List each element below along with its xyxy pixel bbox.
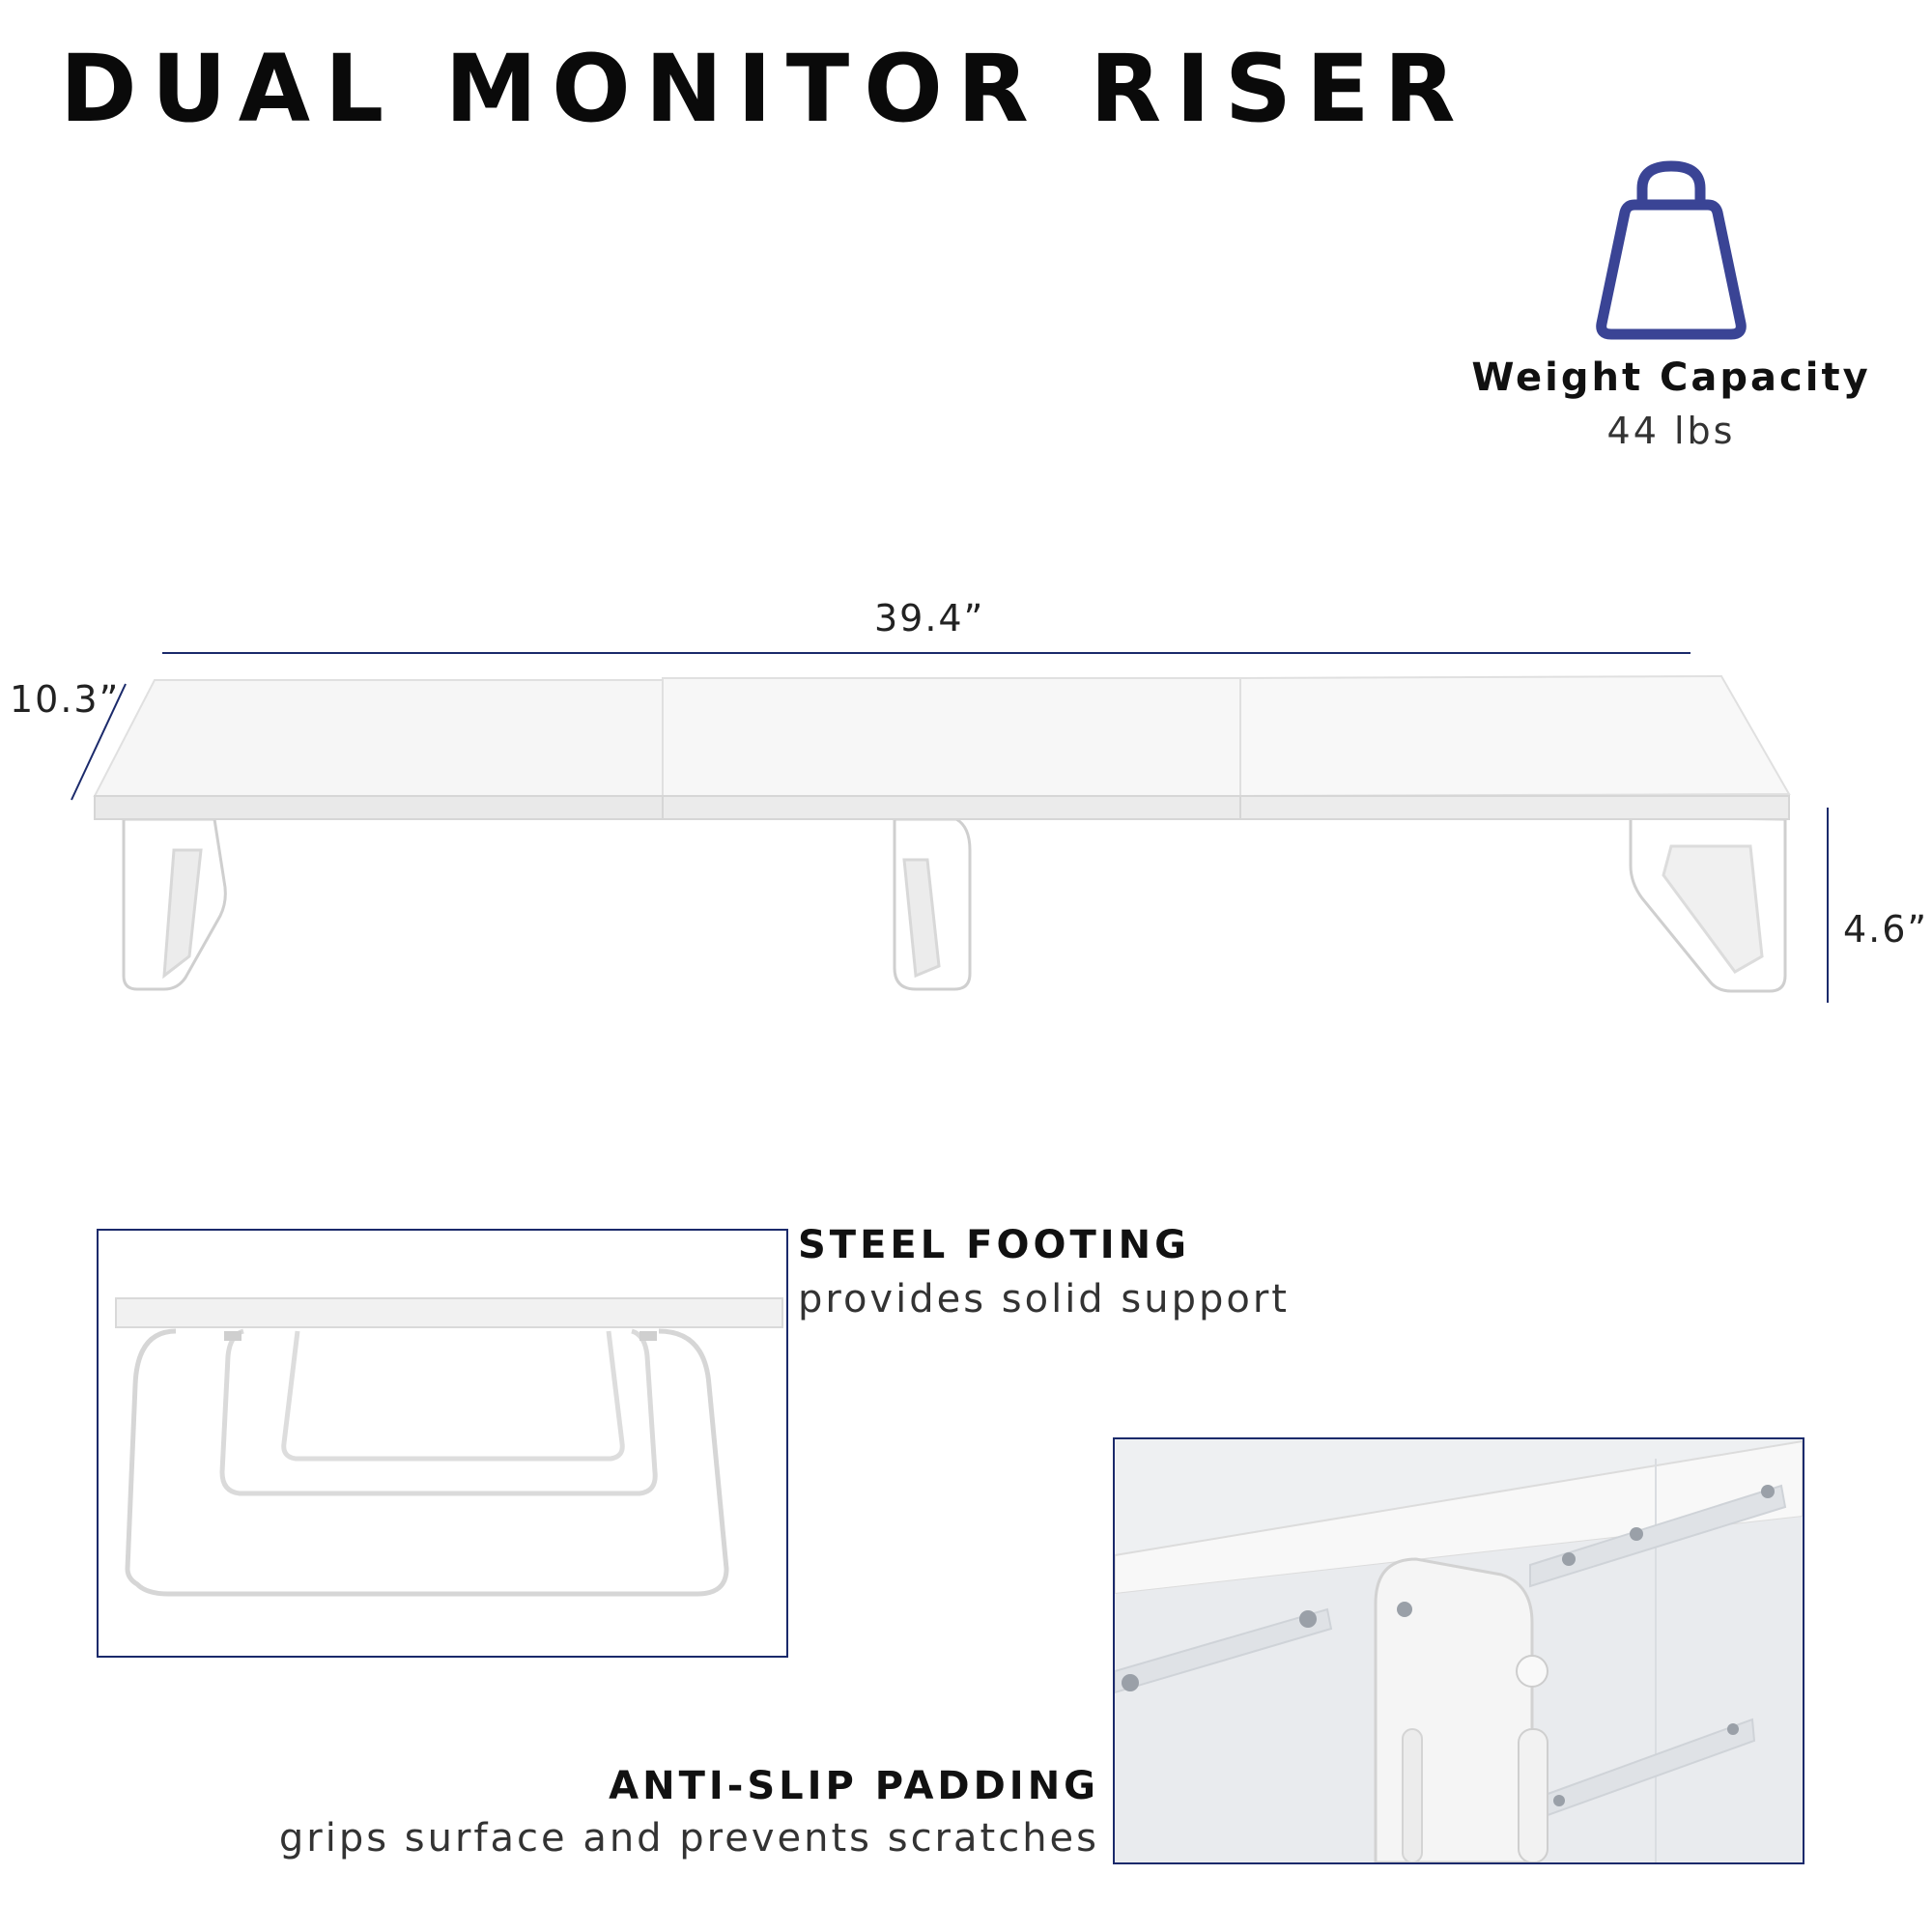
left-leg: [122, 817, 227, 991]
anti-slip-image: [1115, 1439, 1803, 1862]
shelf-boards: [93, 674, 1791, 820]
height-dimension: 4.6”: [1843, 908, 1929, 951]
riser-illustration: [71, 652, 1829, 1003]
anti-slip-desc: grips surface and prevents scratches: [278, 1816, 1099, 1861]
weight-capacity-value: 44 lbs: [1606, 410, 1736, 452]
right-leg: [1629, 815, 1787, 993]
steel-footing-title: STEEL FOOTING: [798, 1223, 1190, 1267]
steel-footing-desc: provides solid support: [798, 1277, 1290, 1321]
depth-dimension: 10.3”: [10, 678, 121, 721]
anti-slip-panel: [1113, 1437, 1804, 1864]
page-title: DUAL MONITOR RISER: [60, 35, 1470, 143]
steel-footing-panel: [97, 1229, 788, 1658]
width-dimension: 39.4”: [874, 597, 985, 639]
weight-icon: [1596, 160, 1747, 340]
anti-slip-title: ANTI-SLIP PADDING: [609, 1764, 1099, 1808]
depth-dimension-line: [71, 683, 127, 801]
steel-footing-image: [115, 1297, 783, 1597]
middle-leg: [893, 817, 972, 991]
weight-capacity-label: Weight Capacity: [1471, 355, 1871, 400]
